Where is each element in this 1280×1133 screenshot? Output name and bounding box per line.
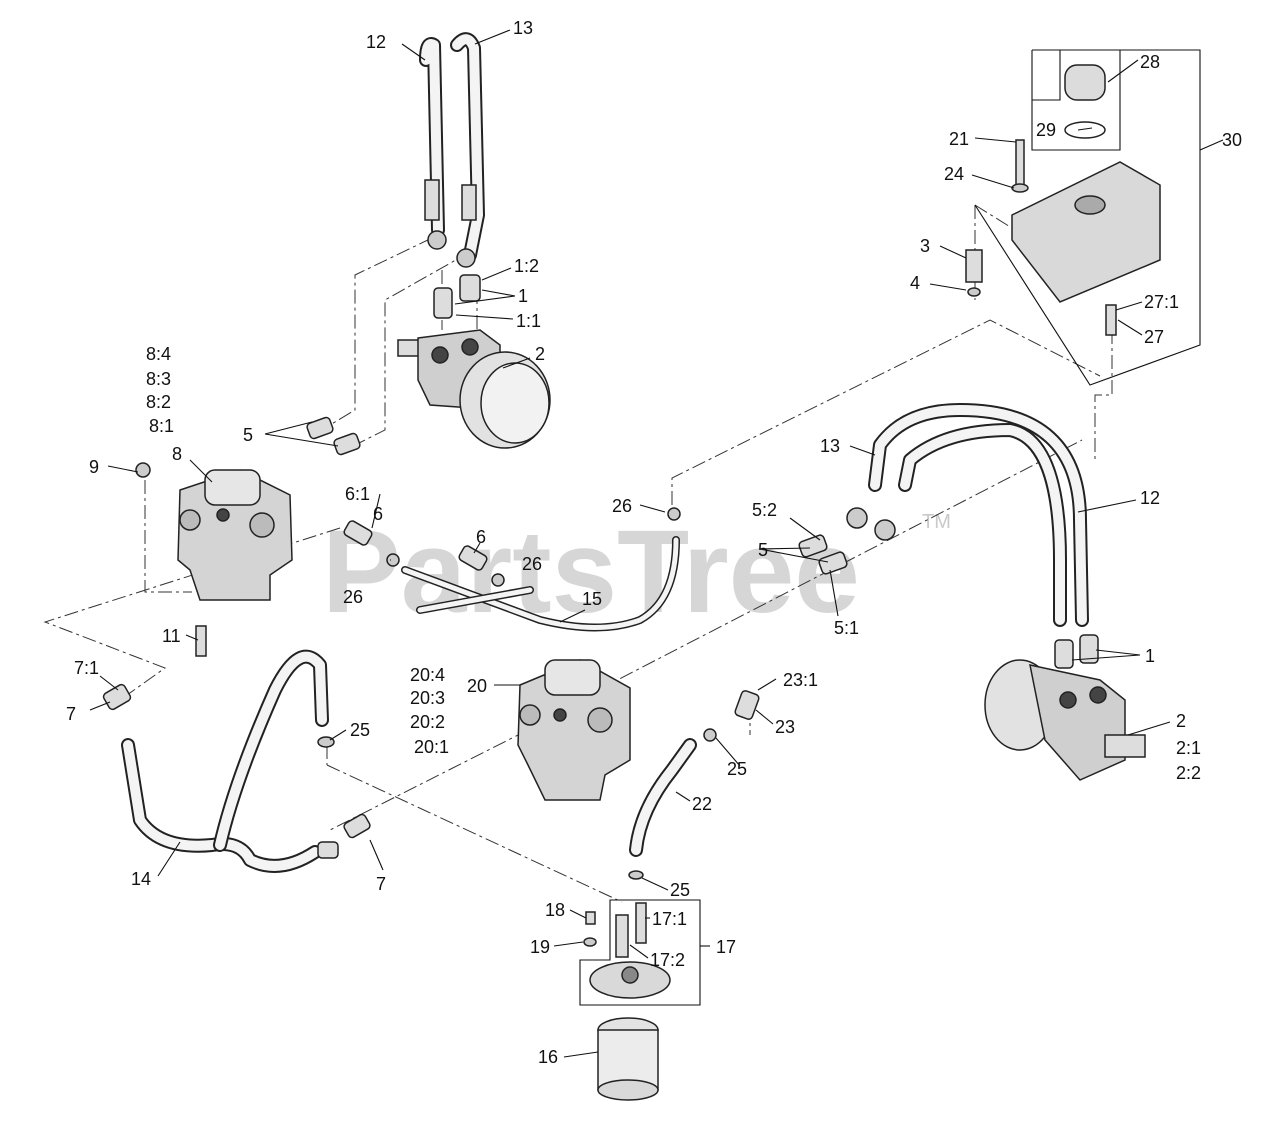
callout-25-bottom: 25 [670,880,690,900]
callout-5-right: 5 [758,540,768,560]
callout-14: 14 [131,869,151,889]
callout-7-bottom: 7 [376,874,386,894]
wheel-motor-2-right [984,634,1146,781]
filter-assembly-17-16 [579,899,701,1101]
callout-21: 21 [949,129,969,149]
pump-8 [135,462,293,657]
callout-2-right: 2 [1176,711,1186,731]
hose-22 [628,690,760,880]
callout-3: 3 [920,236,930,256]
callout-18: 18 [545,900,565,920]
callout-20-1: 20:1 [414,737,449,757]
callout-7-1: 7:1 [74,658,99,678]
callout-labels: 12 13 1:2 1 1:1 2 8:4 8:3 8:2 8:1 5 9 8 … [66,18,1242,1067]
callout-28: 28 [1140,52,1160,72]
pump-20 [517,659,631,801]
callout-12-right: 12 [1140,488,1160,508]
callout-2-1: 2:1 [1176,738,1201,758]
tube-15-fittings-6 [343,507,681,632]
callout-12-top: 12 [366,32,386,52]
callout-20-4: 20:4 [410,665,445,685]
callout-7-left: 7 [66,704,76,724]
callout-9: 9 [89,457,99,477]
reservoir-30 [965,49,1201,386]
callout-15: 15 [582,589,602,609]
callout-27-1: 27:1 [1144,292,1179,312]
callout-17-1: 17:1 [652,909,687,929]
callout-5-2: 5:2 [752,500,777,520]
hose-14 [102,649,371,873]
callout-17-2: 17:2 [650,950,685,970]
callout-1-2-left: 1:2 [514,256,539,276]
callout-23: 23 [775,717,795,737]
callout-24: 24 [944,164,964,184]
callout-8-2: 8:2 [146,392,171,412]
callout-1-left: 1 [518,286,528,306]
callout-26-top: 26 [612,496,632,516]
callout-6-1: 6:1 [345,484,370,504]
callout-1-1-left: 1:1 [516,311,541,331]
callout-20: 20 [467,676,487,696]
wheel-motor-2-left [397,329,551,449]
callout-8-4: 8:4 [146,344,171,364]
callout-8: 8 [172,444,182,464]
callout-13-right: 13 [820,436,840,456]
callout-17: 17 [716,937,736,957]
callout-25-left: 25 [350,720,370,740]
callout-13-top: 13 [513,18,533,38]
callout-11: 11 [162,626,181,646]
callout-5-left: 5 [243,425,253,445]
callout-1-right: 1 [1145,646,1155,666]
watermark-trademark: TM [922,511,951,533]
callout-26-left: 26 [343,587,363,607]
callout-27: 27 [1144,327,1164,347]
hose-12-13-top [419,32,485,268]
fitting-5-right [798,534,848,575]
leader-lines [89,29,1224,1058]
callout-8-1: 8:1 [149,416,174,436]
callout-25-mid: 25 [727,759,747,779]
callout-20-3: 20:3 [410,688,445,708]
callout-29: 29 [1036,120,1056,140]
callout-26-mid: 26 [522,554,542,574]
callout-8-3: 8:3 [146,369,171,389]
callout-22: 22 [692,794,712,814]
callout-30: 30 [1222,130,1242,150]
fitting-1-left [433,274,481,319]
callout-5-1: 5:1 [834,618,859,638]
callout-23-1: 23:1 [783,670,818,690]
callout-2-left: 2 [535,344,545,364]
fitting-5-left [306,416,361,456]
callout-2-2: 2:2 [1176,763,1201,783]
callout-6-left: 6 [373,504,383,524]
callout-4: 4 [910,273,920,293]
callout-20-2: 20:2 [410,712,445,732]
callout-16: 16 [538,1047,558,1067]
callout-6-mid: 6 [476,527,486,547]
hose-12-13-right [846,403,1089,627]
callout-19: 19 [530,937,550,957]
